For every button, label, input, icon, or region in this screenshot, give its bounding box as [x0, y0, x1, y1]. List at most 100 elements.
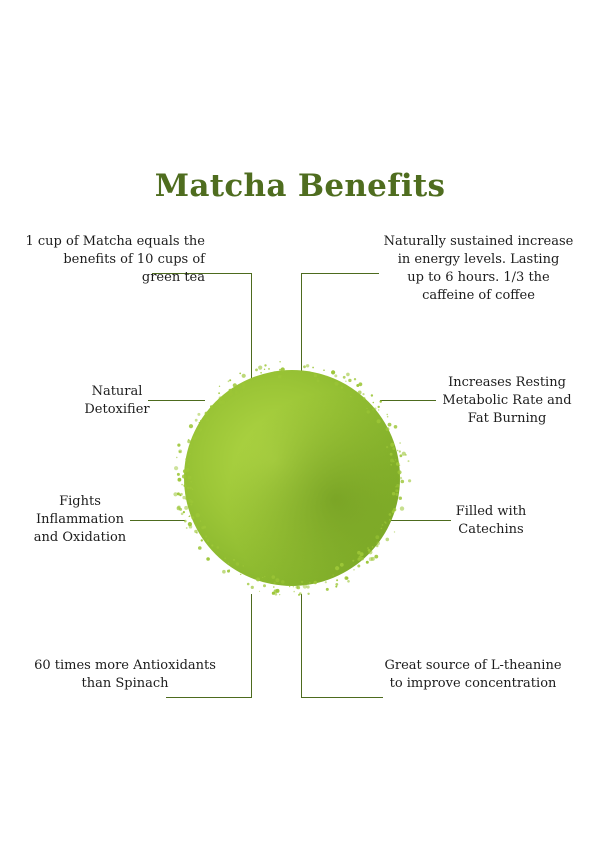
powder-speck: [218, 400, 223, 404]
powder-speck: [398, 450, 401, 453]
powder-speck: [200, 539, 203, 542]
powder-speck: [303, 365, 306, 369]
connector-energy: [301, 273, 302, 381]
powder-speck: [192, 436, 197, 441]
powder-speck: [399, 442, 401, 444]
powder-speck: [408, 479, 412, 483]
powder-speck: [357, 390, 362, 395]
powder-speck: [239, 390, 243, 394]
powder-speck: [392, 447, 395, 450]
powder-speck: [205, 418, 210, 422]
powder-speck: [399, 476, 403, 480]
powder-speck: [407, 460, 410, 463]
powder-speck: [331, 370, 336, 375]
powder-speck: [339, 562, 344, 567]
powder-speck: [187, 475, 192, 480]
powder-speck: [229, 379, 232, 382]
powder-speck: [218, 385, 221, 387]
powder-speck: [184, 505, 189, 510]
powder-speck: [189, 486, 192, 490]
powder-speck: [227, 569, 230, 573]
powder-speck: [176, 472, 180, 476]
powder-speck: [393, 425, 398, 429]
powder-speck: [195, 531, 198, 534]
powder-speck: [293, 590, 295, 593]
powder-speck: [399, 454, 403, 458]
powder-speck: [242, 385, 246, 389]
powder-speck: [182, 474, 186, 479]
powder-speck: [258, 365, 263, 370]
powder-speck: [396, 490, 399, 492]
powder-speck: [386, 415, 389, 418]
powder-speck: [393, 531, 396, 533]
powder-speck: [385, 537, 390, 542]
powder-speck: [195, 513, 200, 518]
powder-speck: [206, 557, 210, 561]
powder-speck: [242, 565, 244, 567]
powder-speck: [374, 407, 377, 410]
powder-speck: [316, 377, 319, 380]
powder-speck: [188, 515, 190, 518]
powder-speck: [279, 594, 281, 596]
powder-speck: [209, 409, 211, 411]
powder-speck: [185, 458, 187, 460]
powder-speck: [353, 378, 357, 381]
powder-speck: [357, 550, 361, 555]
powder-speck: [177, 477, 182, 482]
powder-speck: [262, 381, 265, 383]
powder-speck: [326, 375, 328, 378]
powder-speck: [344, 576, 349, 580]
powder-speck: [350, 395, 352, 398]
powder-speck: [234, 394, 236, 396]
powder-speck: [264, 364, 267, 367]
powder-speck: [191, 488, 194, 491]
powder-speck: [263, 575, 266, 578]
powder-speck: [375, 535, 380, 540]
powder-speck: [198, 428, 203, 432]
powder-speck: [180, 492, 183, 496]
powder-speck: [240, 573, 242, 576]
powder-speck: [395, 462, 400, 466]
powder-speck: [374, 554, 379, 559]
powder-speck: [188, 424, 194, 429]
powder-speck: [206, 539, 210, 543]
powder-speck: [262, 576, 264, 579]
powder-speck: [334, 374, 338, 378]
powder-speck: [227, 380, 230, 383]
connector-inflammation: [130, 520, 185, 521]
powder-speck: [396, 484, 400, 488]
powder-speck: [385, 427, 390, 432]
powder-speck: [180, 512, 184, 516]
powder-speck: [277, 375, 282, 379]
powder-speck: [356, 384, 360, 387]
powder-speck: [191, 516, 195, 520]
powder-speck: [385, 522, 387, 524]
powder-speck: [204, 411, 209, 416]
powder-speck: [366, 547, 370, 550]
powder-speck: [177, 505, 181, 509]
connector-metabolic: [380, 400, 436, 401]
powder-speck: [376, 419, 381, 424]
powder-speck: [296, 585, 301, 590]
powder-speck: [182, 495, 186, 500]
powder-speck: [335, 566, 340, 571]
powder-speck: [300, 580, 304, 584]
powder-speck: [390, 458, 394, 463]
connector-detox: [148, 400, 205, 401]
connector-antioxidants: [251, 594, 252, 697]
powder-speck: [397, 449, 399, 452]
powder-speck: [395, 492, 399, 496]
powder-speck: [388, 513, 392, 516]
powder-speck: [273, 589, 278, 594]
powder-speck: [308, 581, 311, 584]
powder-speck: [185, 527, 188, 529]
powder-speck: [197, 412, 201, 416]
connector-cups: [251, 273, 252, 381]
powder-speck: [394, 459, 397, 461]
powder-speck: [371, 546, 374, 548]
